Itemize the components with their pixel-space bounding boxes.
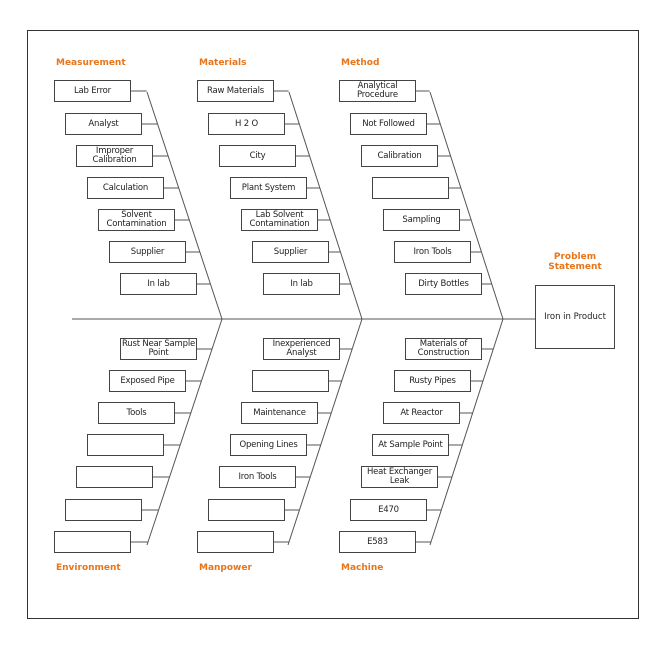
cause-box: Analytical Procedure	[339, 80, 416, 102]
cause-box: In lab	[120, 273, 197, 295]
cause-box: Calculation	[87, 177, 164, 199]
cause-box: Iron Tools	[219, 466, 296, 488]
cause-box	[87, 434, 164, 456]
cause-box: Heat Exchanger Leak	[361, 466, 438, 488]
cause-box: At Sample Point	[372, 434, 449, 456]
cause-box: Opening Lines	[230, 434, 307, 456]
cause-box: Exposed Pipe	[109, 370, 186, 392]
cause-box: E470	[350, 499, 427, 521]
category-label-machine: Machine	[341, 563, 384, 573]
cause-box: Analyst	[65, 113, 142, 135]
bone-line-environment	[146, 318, 223, 546]
cause-box	[208, 499, 285, 521]
cause-box: At Reactor	[383, 402, 460, 424]
category-label-measurement: Measurement	[56, 58, 126, 68]
cause-box: Tools	[98, 402, 175, 424]
cause-box: Rust Near Sample Point	[120, 338, 197, 360]
cause-box: H 2 O	[208, 113, 285, 135]
cause-box: Rusty Pipes	[394, 370, 471, 392]
problem-statement-box: Iron in Product	[535, 285, 615, 349]
cause-box	[197, 531, 274, 553]
problem-statement-label: Problem Statement	[548, 252, 602, 272]
cause-box: Dirty Bottles	[405, 273, 482, 295]
cause-box: Inexperienced Analyst	[263, 338, 340, 360]
category-label-materials: Materials	[199, 58, 247, 68]
bone-line-manpower	[287, 318, 363, 546]
cause-box: Improper Calibration	[76, 145, 153, 167]
cause-box: Supplier	[252, 241, 329, 263]
bone-line-machine	[429, 318, 504, 546]
bone-line-materials	[288, 91, 363, 320]
cause-box: Materials of Construction	[405, 338, 482, 360]
category-label-manpower: Manpower	[199, 563, 252, 573]
cause-box: Lab Error	[54, 80, 131, 102]
bone-line-measurement	[146, 91, 223, 320]
cause-box: Not Followed	[350, 113, 427, 135]
cause-box	[252, 370, 329, 392]
cause-box: Sampling	[383, 209, 460, 231]
cause-box	[65, 499, 142, 521]
cause-box: In lab	[263, 273, 340, 295]
bone-line-method	[429, 91, 504, 320]
category-label-method: Method	[341, 58, 380, 68]
cause-box	[372, 177, 449, 199]
cause-box: Supplier	[109, 241, 186, 263]
cause-box	[76, 466, 153, 488]
cause-box	[54, 531, 131, 553]
cause-box: Maintenance	[241, 402, 318, 424]
cause-box: Plant System	[230, 177, 307, 199]
cause-box: Calibration	[361, 145, 438, 167]
category-label-environment: Environment	[56, 563, 121, 573]
cause-box: Raw Materials	[197, 80, 274, 102]
cause-box: City	[219, 145, 296, 167]
diagram-frame	[27, 30, 639, 619]
cause-box: Solvent Contamination	[98, 209, 175, 231]
cause-box: Iron Tools	[394, 241, 471, 263]
cause-box: Lab Solvent Contamination	[241, 209, 318, 231]
cause-box: E583	[339, 531, 416, 553]
